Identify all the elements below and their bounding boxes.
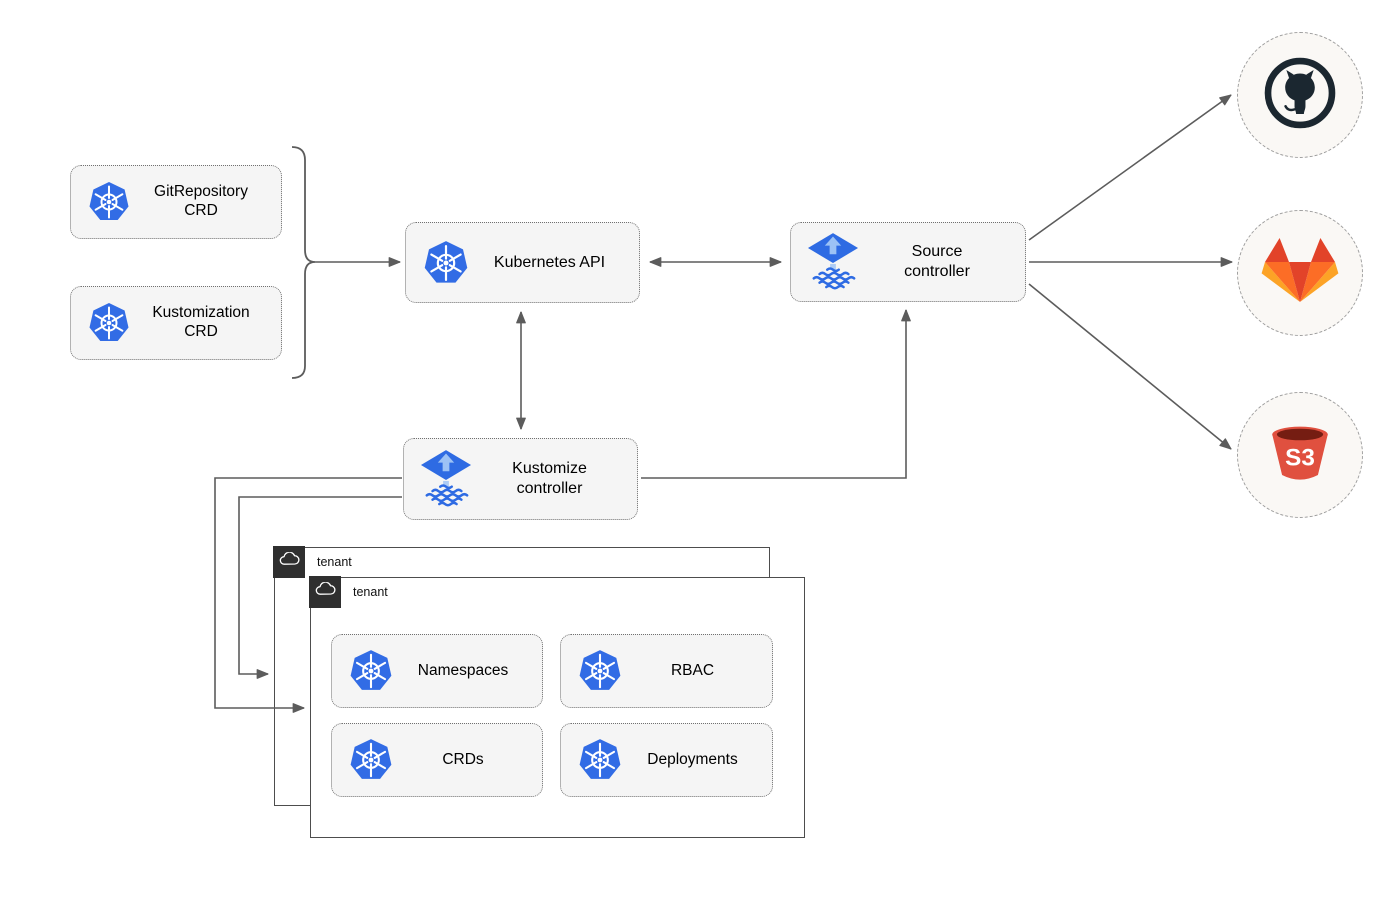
label-line: RBAC bbox=[670, 661, 715, 679]
cloud-icon bbox=[279, 552, 300, 572]
label-line: controller bbox=[516, 480, 583, 497]
kubernetes-icon bbox=[577, 737, 623, 783]
node-rbac: RBAC bbox=[560, 634, 773, 708]
s3-icon: S3 bbox=[1263, 416, 1337, 495]
node-kubernetes-api-label: Kubernetes API bbox=[470, 253, 639, 273]
gitlab-icon bbox=[1260, 235, 1340, 312]
tenant-outer-label: tenant bbox=[317, 555, 352, 570]
provider-github bbox=[1237, 32, 1363, 158]
label-line: Deployments bbox=[647, 750, 738, 768]
github-icon bbox=[1261, 54, 1339, 137]
provider-gitlab bbox=[1237, 210, 1363, 336]
kubernetes-icon bbox=[348, 737, 394, 783]
kubernetes-icon bbox=[87, 180, 131, 224]
node-kustomize-controller-label: Kustomize controller bbox=[472, 459, 637, 498]
node-namespaces-label: Namespaces bbox=[394, 662, 542, 681]
flux-icon bbox=[420, 449, 472, 509]
cloud-icon bbox=[315, 582, 336, 602]
node-kustomization-crd-label: Kustomization CRD bbox=[131, 304, 281, 342]
tenant-outer-header bbox=[273, 546, 306, 579]
node-kustomization-crd: Kustomization CRD bbox=[70, 286, 282, 360]
s3-badge-label: S3 bbox=[1285, 444, 1315, 471]
tenant-inner-label: tenant bbox=[353, 585, 388, 600]
node-kubernetes-api: Kubernetes API bbox=[405, 222, 640, 303]
label-line: controller bbox=[904, 263, 970, 280]
kubernetes-icon bbox=[348, 648, 394, 694]
label-line: Kustomize bbox=[512, 460, 587, 478]
node-crds: CRDs bbox=[331, 723, 543, 797]
node-gitrepository-crd-label: GitRepository CRD bbox=[131, 183, 281, 221]
connector-kustomize-source bbox=[641, 309, 911, 479]
bracket-crds bbox=[291, 146, 316, 379]
connector-source-s3 bbox=[1028, 283, 1232, 450]
node-gitrepository-crd: GitRepository CRD bbox=[70, 165, 282, 239]
label-line: CRD bbox=[184, 323, 218, 340]
provider-s3: S3 bbox=[1237, 392, 1363, 518]
kubernetes-icon bbox=[577, 648, 623, 694]
label-line: GitRepository bbox=[154, 183, 248, 201]
label-line: Kustomization bbox=[152, 304, 250, 322]
label-line: Kubernetes API bbox=[493, 253, 606, 271]
node-namespaces: Namespaces bbox=[331, 634, 543, 708]
node-deployments: Deployments bbox=[560, 723, 773, 797]
node-rbac-label: RBAC bbox=[623, 662, 772, 681]
node-source-controller: Source controller bbox=[790, 222, 1026, 302]
node-source-controller-label: Source controller bbox=[859, 242, 1025, 281]
flux-icon bbox=[807, 232, 859, 292]
node-crds-label: CRDs bbox=[394, 751, 542, 770]
label-line: CRD bbox=[184, 202, 218, 219]
label-line: Namespaces bbox=[417, 661, 509, 679]
label-line: CRDs bbox=[442, 750, 484, 768]
kubernetes-icon bbox=[87, 301, 131, 345]
node-kustomize-controller: Kustomize controller bbox=[403, 438, 638, 520]
tenant-inner-header bbox=[309, 576, 342, 609]
label-line: Source bbox=[911, 243, 963, 261]
node-deployments-label: Deployments bbox=[623, 751, 772, 770]
kubernetes-icon bbox=[422, 239, 470, 287]
connector-source-github bbox=[1028, 94, 1232, 241]
